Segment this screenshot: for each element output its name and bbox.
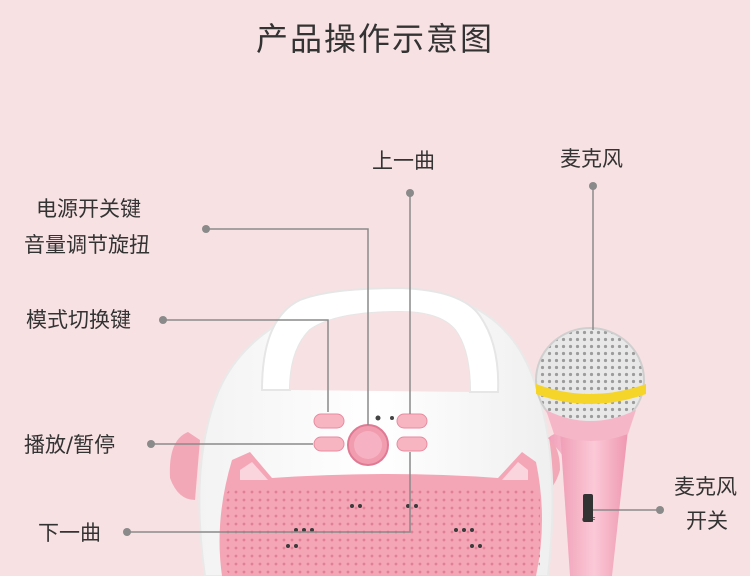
leader-next bbox=[127, 452, 411, 533]
label-mic-switch-1: 麦克风 bbox=[674, 475, 737, 499]
label-prev: 上一曲 bbox=[372, 149, 435, 173]
play-pause-button[interactable] bbox=[313, 436, 345, 452]
next-button[interactable] bbox=[396, 436, 428, 452]
speaker-grille bbox=[219, 452, 543, 576]
label-play-pause: 播放/暂停 bbox=[24, 433, 116, 457]
leader-mode bbox=[163, 319, 329, 412]
leader-power-volume bbox=[206, 228, 369, 425]
power-volume-knob[interactable] bbox=[347, 424, 389, 466]
leader-endpoints bbox=[123, 182, 664, 536]
label-next: 下一曲 bbox=[38, 521, 101, 545]
label-mic: 麦克风 bbox=[560, 147, 623, 171]
label-mic-switch-2: 开关 bbox=[686, 509, 728, 533]
mode-button[interactable] bbox=[313, 413, 345, 429]
speaker-side-ear-left bbox=[169, 432, 200, 500]
indicator-led-right bbox=[390, 416, 394, 420]
label-power-volume-2: 音量调节旋扭 bbox=[24, 233, 150, 257]
label-mode: 模式切换键 bbox=[26, 308, 131, 332]
label-power-volume-1: 电源开关键 bbox=[36, 197, 141, 221]
mic-switch[interactable] bbox=[583, 494, 593, 522]
microphone bbox=[535, 327, 646, 576]
leader-lines bbox=[127, 186, 660, 533]
page-title: 产品操作示意图 bbox=[255, 20, 494, 58]
indicator-led-left bbox=[375, 415, 381, 421]
mic-off-text: OFF bbox=[582, 516, 596, 524]
prev-button[interactable] bbox=[396, 413, 428, 429]
